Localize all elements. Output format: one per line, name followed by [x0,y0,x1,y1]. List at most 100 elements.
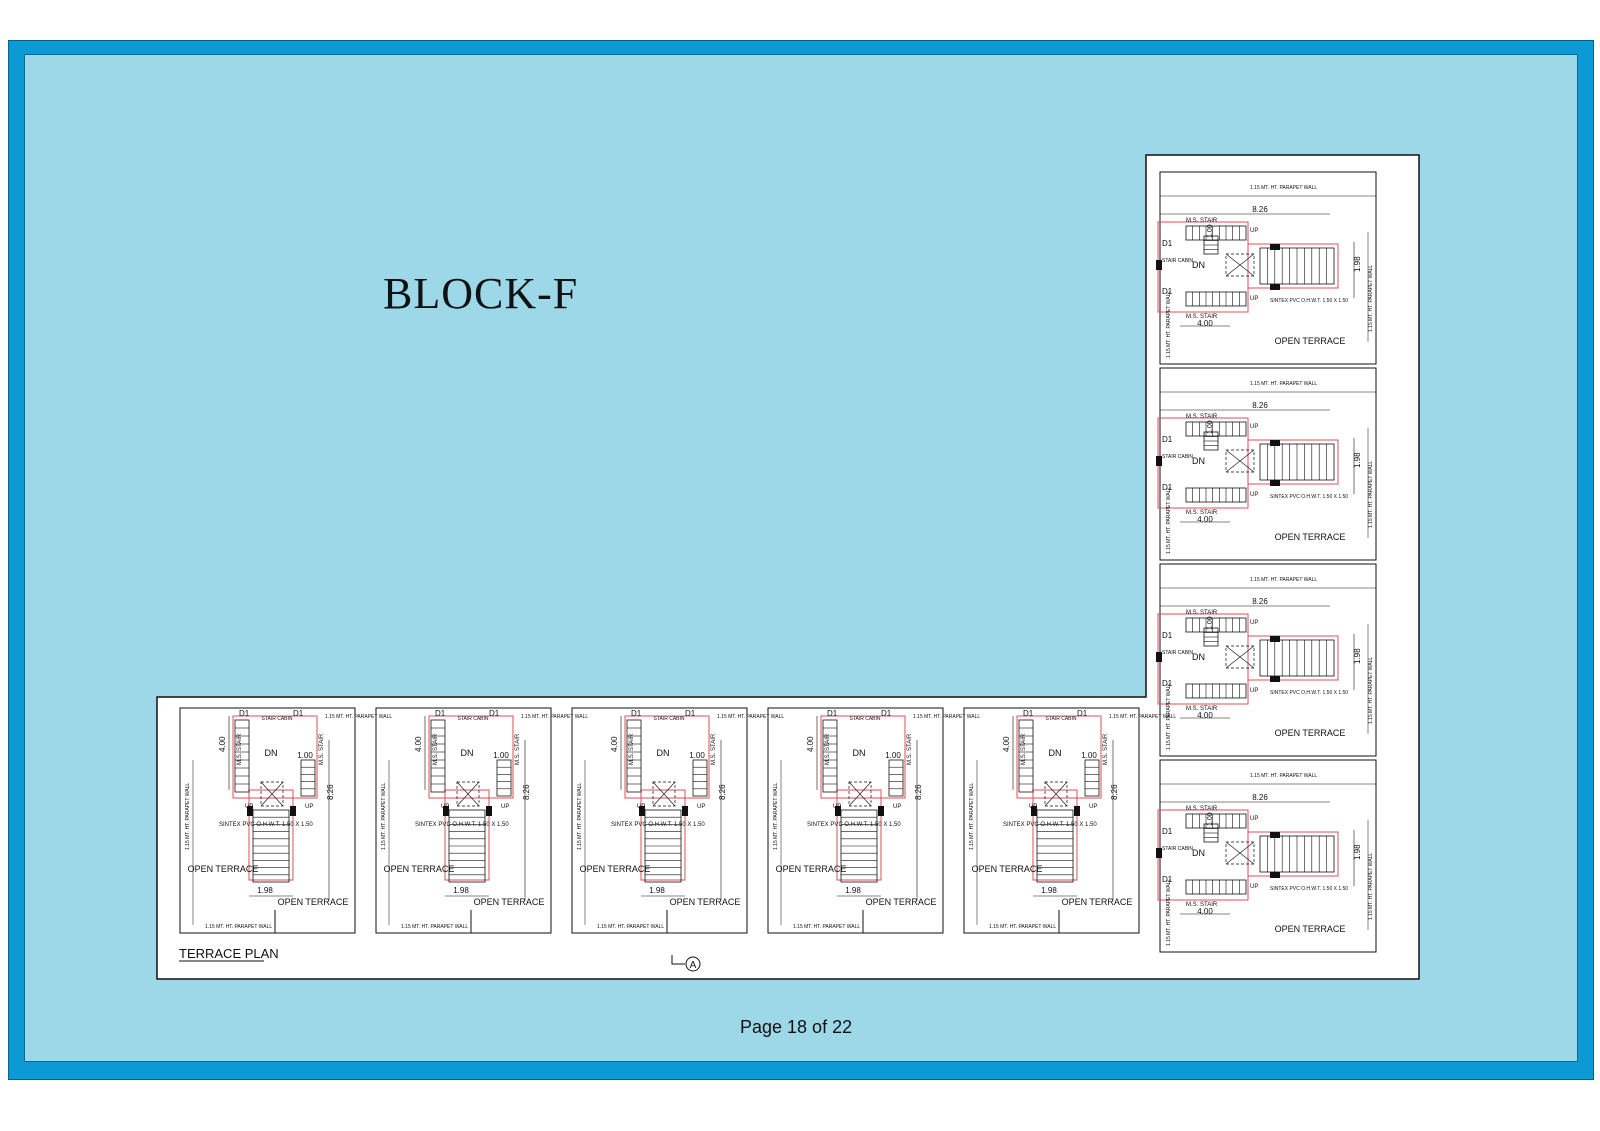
up-label: UP [1250,296,1258,302]
parapet-label: 1.15 MT. HT. PARAPET WALL [717,714,784,720]
parapet-label: 1.15 MT. HT. PARAPET WALL [1250,381,1317,387]
wall-block [1270,284,1280,290]
door-label: D1 [1162,631,1173,640]
door-label: D1 [1162,435,1173,444]
tank-cross [652,781,676,807]
dimension-label: 1.98 [257,886,273,895]
stair-outline [836,789,882,881]
open-terrace-label: OPEN TERRACE [1275,532,1346,542]
open-terrace-label: OPEN TERRACE [972,864,1043,874]
stair-cabin-label: STAIR CABIN [849,716,880,722]
wall-block [1074,806,1080,816]
parapet-label: 1.15 MT. HT. PARAPET WALL [1368,461,1374,528]
stair-cabin-label: STAIR CABIN [1162,846,1193,852]
dimension-label: 1.00 [297,751,313,760]
tank-label: SINTEX PVC O.H.W.T. 1.50 X 1.50 [1270,690,1348,696]
up-label: UP [833,804,841,810]
dimension-label: 4.00 [806,736,815,752]
tank-cross [848,781,872,807]
tank-label: SINTEX PVC O.H.W.T. 1.50 X 1.50 [611,822,705,828]
stair-flight [1084,759,1100,797]
plan-caption: TERRACE PLAN [179,946,279,961]
stair-cabin-outline [232,715,318,799]
up-label: UP [1250,816,1258,822]
parapet-label: 1.15 MT. HT. PARAPET WALL [521,714,588,720]
stair-cabin-label: STAIR CABIN [1162,454,1193,460]
door-label: D1 [1162,287,1173,296]
parapet-label: 1.15 MT. HT. PARAPET WALL [1166,683,1172,750]
dn-label: DN [1192,260,1205,270]
dimension-label: 1.98 [1353,256,1362,272]
dimension-label: 4.00 [414,736,423,752]
parapet-label: 1.15 MT. HT. PARAPET WALL [1166,487,1172,554]
ms-stair-label: M.S. STAIR [1186,806,1218,812]
open-terrace-label: OPEN TERRACE [278,897,349,907]
dimension-label: 1.98 [1353,452,1362,468]
stair-cabin-outline [624,715,710,799]
open-terrace-label: OPEN TERRACE [1062,897,1133,907]
ms-stair-label: M.S. STAIR [1186,610,1218,616]
wall-block [1270,636,1280,642]
dimension-label: 1.00 [1081,751,1097,760]
dimension-label: 4.00 [610,736,619,752]
tank-cross [1225,841,1255,865]
door-label: D1 [489,709,500,718]
block-title: BLOCK-F [383,269,579,318]
dimension-label: 1.98 [845,886,861,895]
tank-box [260,781,284,807]
open-terrace-label: OPEN TERRACE [776,864,847,874]
tank-cross [1044,781,1068,807]
dimension-label: 8.26 [1252,793,1268,802]
wall-block [290,806,296,816]
ms-stair-label: M.S. STAIR [629,733,635,765]
ms-stair-label: M.S. STAIR [1103,733,1109,765]
dimension-label: 1.00 [885,751,901,760]
dimension-label: 4.00 [1197,319,1213,328]
wall-block [1270,832,1280,838]
parapet-label: 1.15 MT. HT. PARAPET WALL [1250,577,1317,583]
parapet-label: 1.15 MT. HT. PARAPET WALL [1109,714,1176,720]
wall-block [1270,244,1280,250]
door-label: D1 [881,709,892,718]
ms-stair-label: M.S. STAIR [515,733,521,765]
tank-cross [456,781,480,807]
ms-stair-label: M.S. STAIR [1186,510,1218,516]
up-label: UP [697,804,705,810]
open-terrace-label: OPEN TERRACE [1275,924,1346,934]
stair-flight [1185,487,1247,503]
dimension-label: 1.00 [1207,812,1214,826]
dimension-label: 4.00 [1197,515,1213,524]
ms-stair-label: M.S. STAIR [825,733,831,765]
stair-cabin-outline [820,715,906,799]
parapet-label: 1.15 MT. HT. PARAPET WALL [773,783,779,850]
parapet-label: 1.15 MT. HT. PARAPET WALL [185,783,191,850]
stair-flight [1185,683,1247,699]
unit-outline [179,707,356,934]
dimension-label: 1.00 [1207,224,1214,238]
parapet-label: 1.15 MT. HT. PARAPET WALL [1368,265,1374,332]
up-label: UP [441,804,449,810]
dimension-label: 1.00 [493,751,509,760]
parapet-label: 1.15 MT. HT. PARAPET WALL [401,924,468,930]
dimension-label: 4.00 [1002,736,1011,752]
dn-label: DN [657,748,670,758]
dimension-label: 1.98 [649,886,665,895]
dimension-label: 4.00 [1197,711,1213,720]
ms-stair-label: M.S. STAIR [1186,414,1218,420]
up-label: UP [1250,620,1258,626]
open-terrace-label: OPEN TERRACE [670,897,741,907]
stair-outline [1032,789,1078,881]
stair-cabin-label: STAIR CABIN [1045,716,1076,722]
plan-sheet [156,154,1420,980]
door-label: D1 [1162,679,1173,688]
up-label: UP [893,804,901,810]
open-terrace-label: OPEN TERRACE [474,897,545,907]
unit-outline [963,707,1140,934]
stair-outline [640,789,686,881]
stair-flight [1185,291,1247,307]
dimension-label: 1.00 [689,751,705,760]
